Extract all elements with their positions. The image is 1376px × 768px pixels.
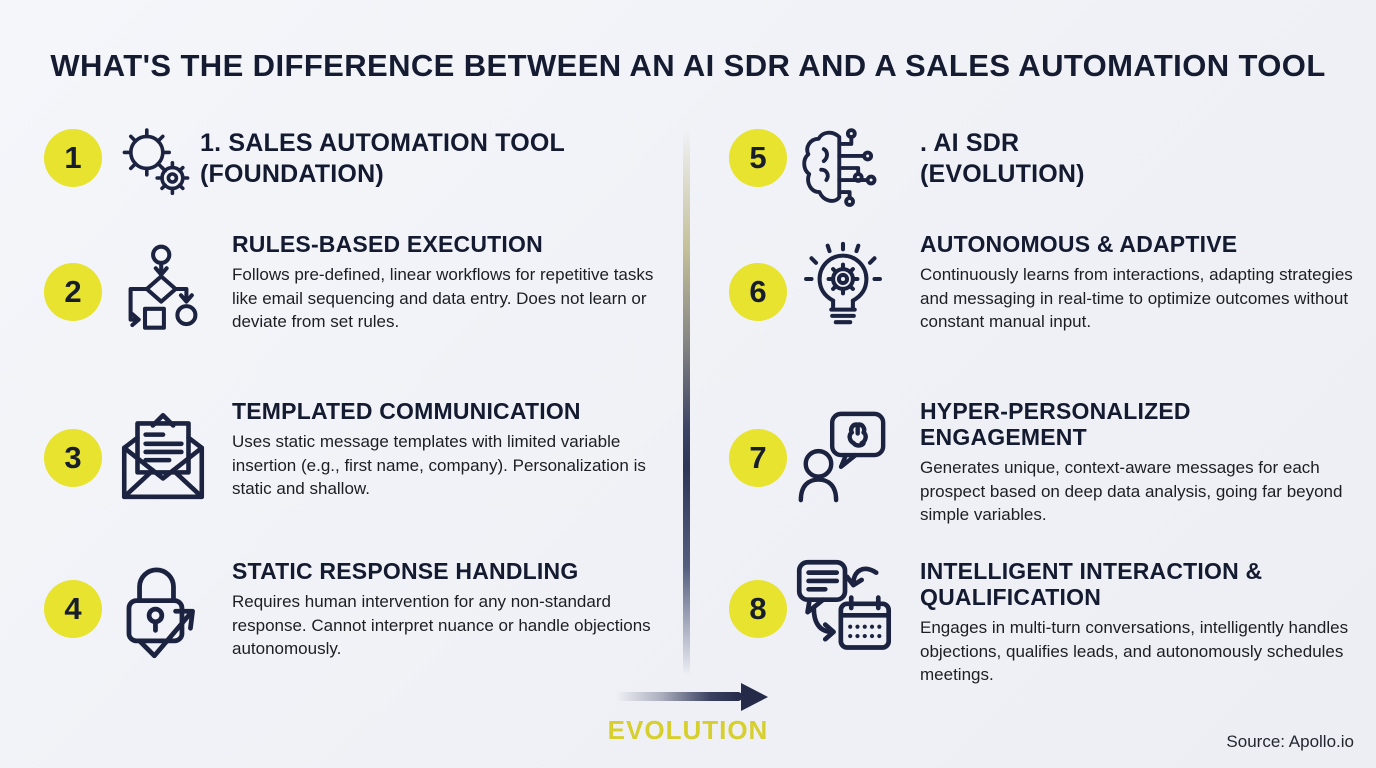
source-credit: Source: Apollo.io — [1226, 732, 1354, 751]
item-3-body: Uses static message templates with limit… — [232, 431, 646, 499]
item-7: HYPER-PERSONALIZED ENGAGEMENT Generates … — [920, 398, 1342, 527]
item-4-title: STATIC RESPONSE HANDLING — [232, 558, 579, 584]
evolution-label: EVOLUTION — [607, 715, 769, 745]
left-column-title-line2: (FOUNDATION) — [200, 159, 384, 188]
item-8-body: Engages in multi-turn conversations, int… — [920, 617, 1349, 685]
padlock-arrow-icon — [112, 552, 218, 662]
number-badge-8: 8 — [729, 580, 787, 638]
page-title: WHAT'S THE DIFFERENCE BETWEEN AN AI SDR … — [50, 48, 1326, 83]
number-badge-6: 6 — [729, 263, 787, 321]
number-badge-5: 5 — [729, 129, 787, 187]
item-6: AUTONOMOUS & ADAPTIVE Continuously learn… — [920, 231, 1372, 334]
item-3: TEMPLATED COMMUNICATION Uses static mess… — [232, 398, 680, 501]
item-2-body: Follows pre-defined, linear workflows fo… — [232, 264, 654, 332]
gears-icon — [118, 122, 198, 202]
item-7-title: HYPER-PERSONALIZED ENGAGEMENT — [920, 398, 1191, 450]
number-badge-4: 4 — [44, 580, 102, 638]
right-column-title-line1: . AI SDR — [920, 129, 1020, 157]
left-column-title-line1: 1. SALES AUTOMATION TOOL — [200, 129, 566, 157]
chat-calendar-icon — [793, 552, 897, 664]
right-column-title-line2: (EVOLUTION) — [920, 159, 1085, 188]
item-3-title: TEMPLATED COMMUNICATION — [232, 398, 581, 424]
item-2-title: RULES-BASED EXECUTION — [232, 231, 543, 257]
number-badge-3: 3 — [44, 429, 102, 487]
item-8: INTELLIGENT INTERACTION & QUALIFICATION … — [920, 558, 1348, 687]
flowchart-icon — [118, 238, 208, 340]
number-badge-1: 1 — [44, 129, 102, 187]
center-divider — [683, 128, 690, 676]
evolution-arrow-head-icon — [741, 683, 768, 711]
item-4-body: Requires human intervention for any non-… — [232, 591, 651, 659]
brain-circuit-icon — [798, 122, 884, 214]
right-column-title: . AI SDR (EVOLUTION) — [920, 128, 1085, 189]
item-8-title: INTELLIGENT INTERACTION & QUALIFICATION — [920, 558, 1263, 610]
item-4: STATIC RESPONSE HANDLING Requires human … — [232, 558, 680, 661]
item-7-body: Generates unique, context-aware messages… — [920, 457, 1343, 525]
item-6-title: AUTONOMOUS & ADAPTIVE — [920, 231, 1238, 257]
item-2: RULES-BASED EXECUTION Follows pre-define… — [232, 231, 680, 334]
open-envelope-icon — [112, 398, 214, 510]
person-chat-brain-icon — [793, 398, 891, 516]
evolution-arrow-shaft — [616, 692, 742, 701]
lightbulb-gear-icon — [798, 232, 888, 344]
number-badge-7: 7 — [729, 429, 787, 487]
item-6-body: Continuously learns from interactions, a… — [920, 264, 1353, 332]
left-column-title: 1. SALES AUTOMATION TOOL (FOUNDATION) — [200, 128, 565, 189]
number-badge-2: 2 — [44, 263, 102, 321]
